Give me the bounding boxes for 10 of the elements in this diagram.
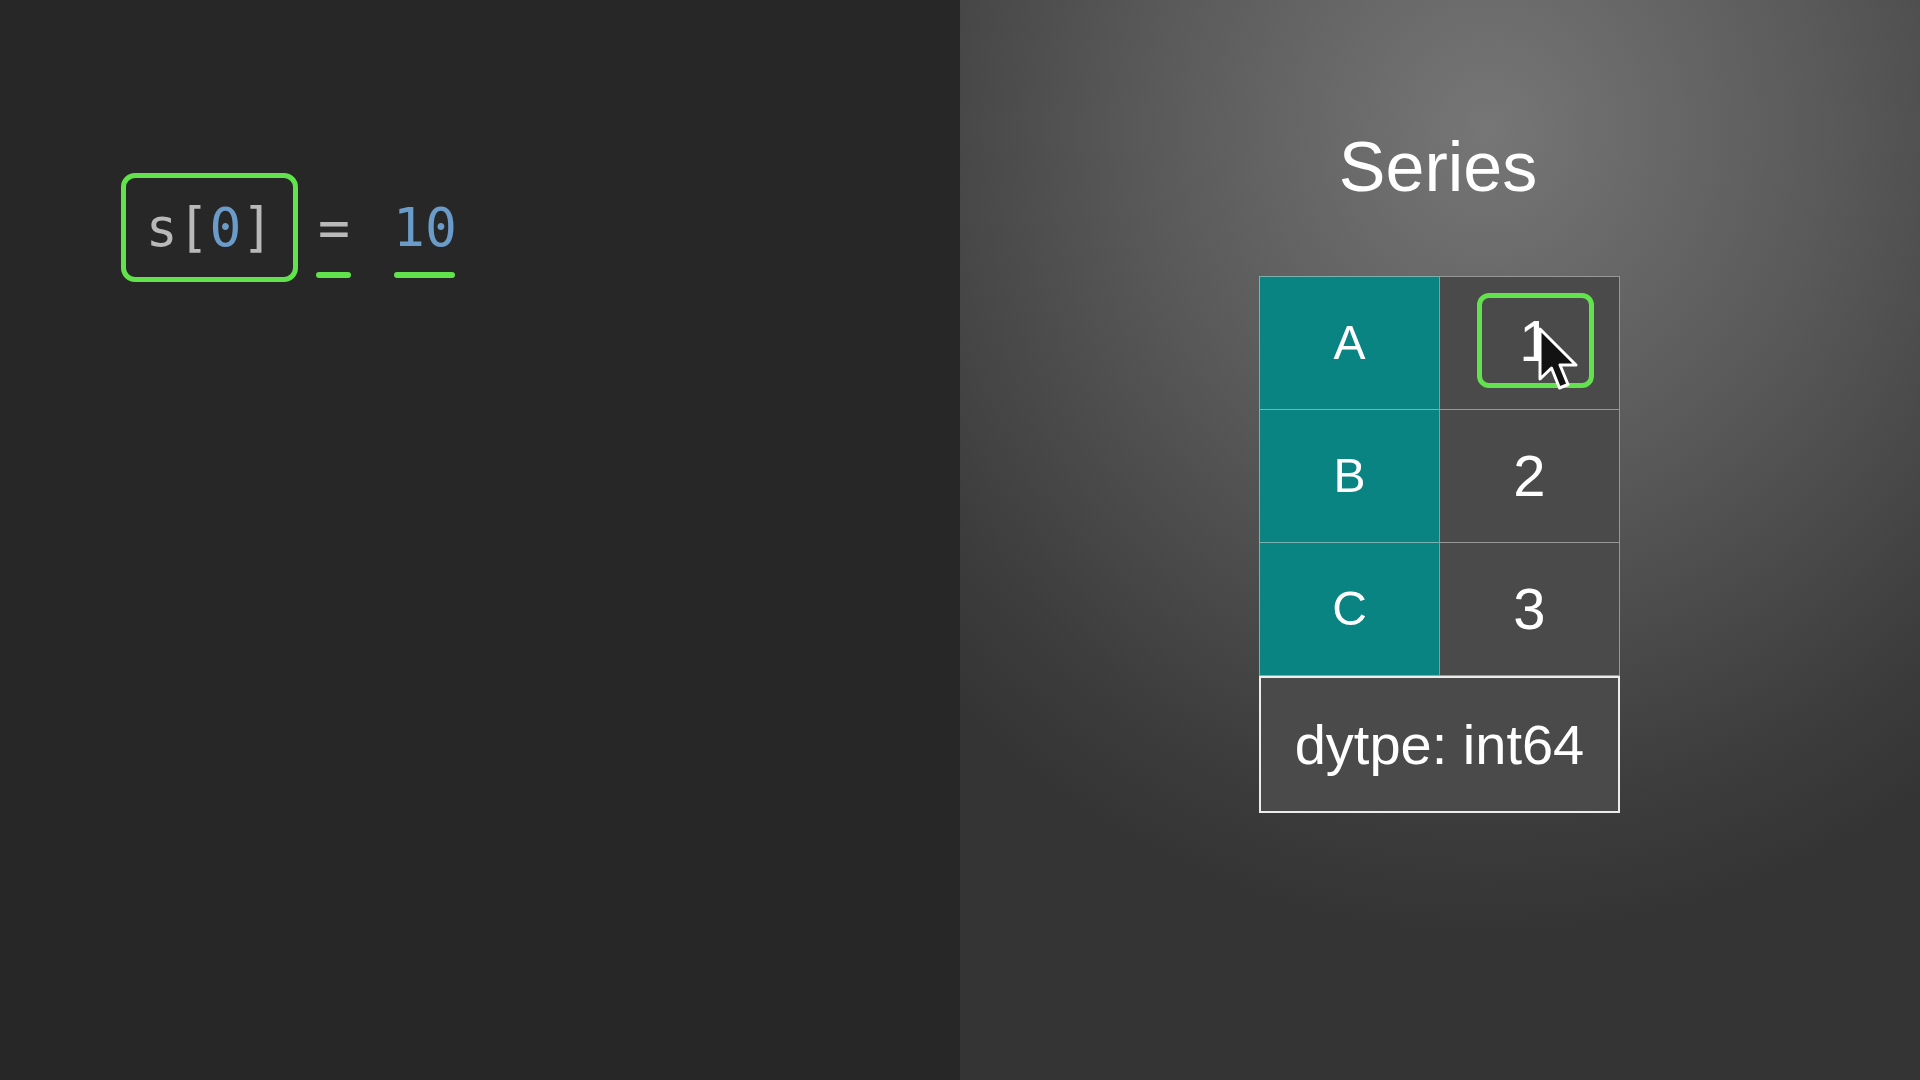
index-cell: C	[1259, 542, 1440, 676]
code-operator: =	[317, 196, 351, 260]
index-cell: A	[1259, 276, 1440, 410]
value-cell: 3	[1439, 542, 1620, 676]
dtype-cell: dytpe: int64	[1259, 676, 1620, 813]
index-cell: B	[1259, 409, 1440, 543]
code-number: 10	[392, 196, 458, 260]
panel-title: Series	[1337, 127, 1539, 208]
highlighted-code: s[0]	[121, 173, 298, 282]
value-cell: 2	[1439, 409, 1620, 543]
